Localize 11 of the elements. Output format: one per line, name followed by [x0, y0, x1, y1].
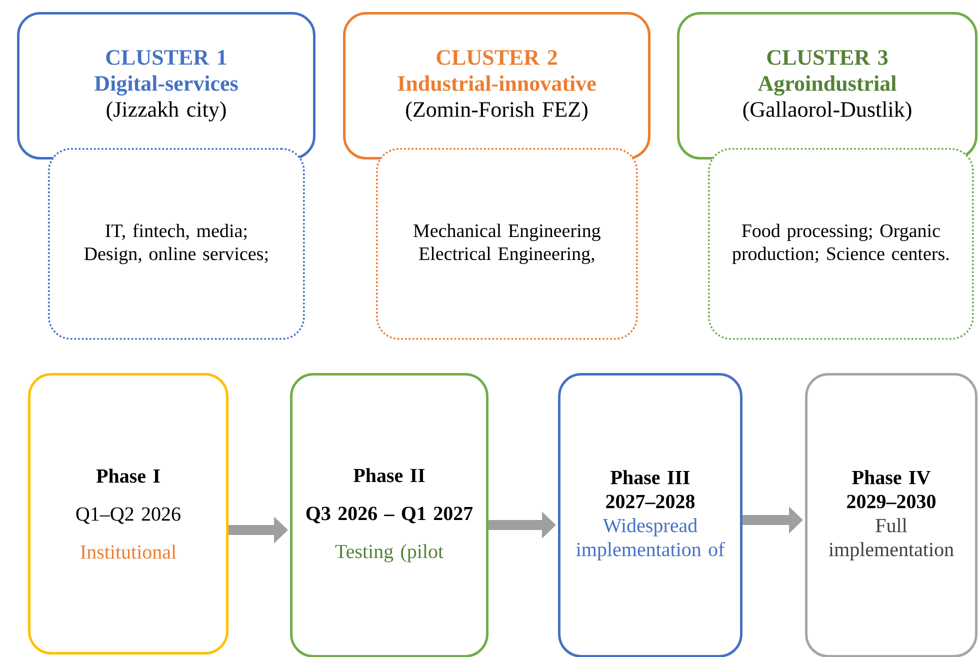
sector-box: Food processing; Organic production; Science centers. — [708, 148, 974, 340]
sector-box: IT, fintech, media; Design, online services; — [48, 148, 305, 340]
phase-box: Phase III 2027–2028 Widespread implementation of — [558, 373, 742, 657]
phase-box: Phase IV 2029–2030 Full implementation — [805, 373, 978, 657]
sector-box: Mechanical Engineering Electrical Engineering, — [376, 148, 638, 340]
cluster-box: CLUSTER 2 Industrial-innovative (Zomin-Forish FEZ) — [343, 12, 650, 160]
phase-box: Phase II Q3 2026 – Q1 2027 Testing (pilot — [290, 373, 488, 657]
cluster-box: CLUSTER 1 Digital-services (Jizzakh city) — [17, 12, 316, 160]
cluster-box: CLUSTER 3 Agroindustrial (Gallaorol-Dustlik) — [677, 12, 978, 160]
node-label: Food processing; Organic production; Science centers. — [732, 224, 949, 264]
phase-box: Phase I Q1–Q2 2026 Institutional — [28, 373, 228, 654]
